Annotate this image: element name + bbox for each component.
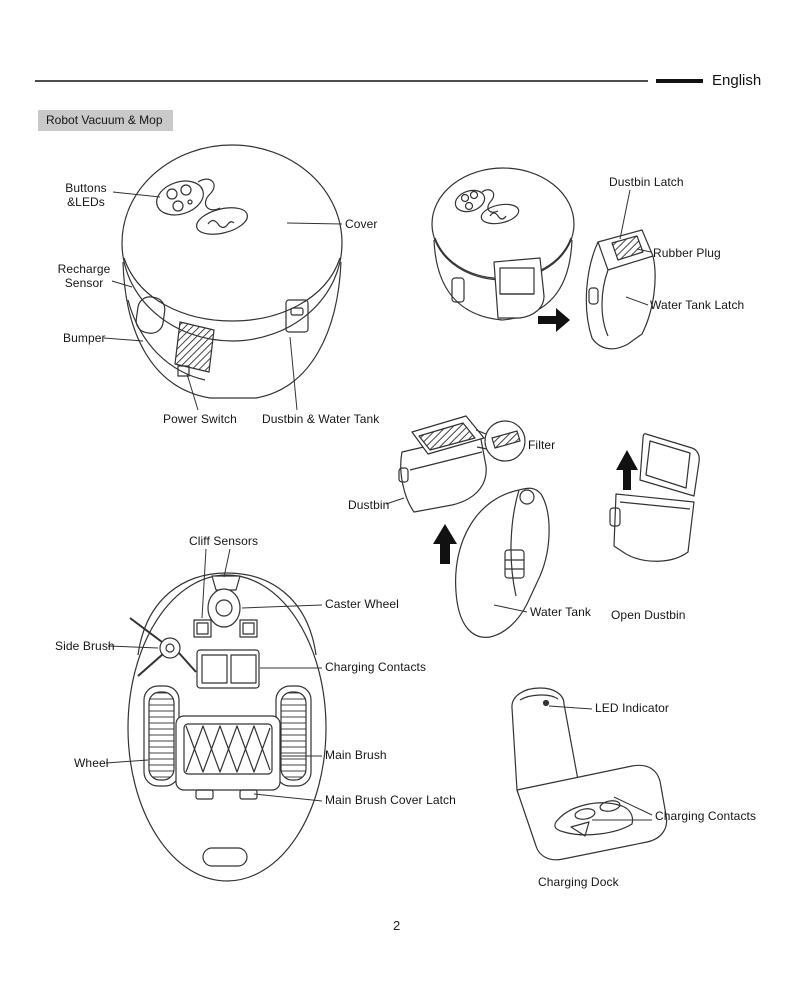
label-caster-wheel: Caster Wheel xyxy=(325,597,399,611)
arrow-up-icon xyxy=(616,450,638,490)
label-recharge-sensor: Recharge Sensor xyxy=(57,262,111,290)
label-charging-contacts-bottom: Charging Contacts xyxy=(325,660,427,674)
logo-oval xyxy=(196,207,248,235)
label-cliff-sensors: Cliff Sensors xyxy=(189,534,259,548)
label-main-brush: Main Brush xyxy=(325,748,387,762)
label-open-dustbin: Open Dustbin xyxy=(611,608,686,622)
filter-shape xyxy=(418,422,476,451)
robot-top-view-illustration xyxy=(121,144,343,399)
leader-lines xyxy=(103,189,653,821)
label-rubber-plug: Rubber Plug xyxy=(653,246,721,260)
buttons-cluster xyxy=(156,180,204,216)
side-brush-shape xyxy=(159,637,181,659)
led-indicator-shape xyxy=(542,699,550,707)
rubber-plug-shape xyxy=(611,235,644,261)
label-main-brush-cover-latch: Main Brush Cover Latch xyxy=(325,793,456,807)
label-water-tank-latch: Water Tank Latch xyxy=(650,298,745,312)
caster-wheel-shape xyxy=(207,588,241,628)
dock-contact-left xyxy=(574,808,596,820)
dustbin-piece-illustration xyxy=(585,229,656,350)
label-dustbin-water-tank: Dustbin & Water Tank xyxy=(262,412,380,426)
open-dustbin-illustration xyxy=(609,433,700,562)
page-number: 2 xyxy=(393,918,401,933)
label-bumper: Bumper xyxy=(63,331,106,345)
side-grille xyxy=(174,321,215,373)
label-power-switch: Power Switch xyxy=(163,412,237,426)
charging-contacts-shape xyxy=(196,649,260,689)
label-water-tank: Water Tank xyxy=(530,605,592,619)
dustbin-detail-illustration xyxy=(398,415,487,513)
dustbin-door-shape xyxy=(285,299,309,333)
cliff-sensor-left xyxy=(193,619,212,638)
section-badge: Robot Vacuum & Mop xyxy=(38,110,173,131)
water-tank-latch-shape xyxy=(588,287,599,305)
label-buttons-leds: Buttons &LEDs xyxy=(65,181,107,209)
recharge-sensor-window xyxy=(135,296,166,334)
filter-magnifier xyxy=(475,420,526,462)
dustbin-cavity xyxy=(493,257,545,319)
charging-dock-illustration xyxy=(511,687,668,861)
water-tank-illustration xyxy=(455,487,550,638)
label-cover: Cover xyxy=(345,217,378,231)
label-led-indicator: LED Indicator xyxy=(595,701,670,715)
arrow-right-icon xyxy=(538,308,570,332)
label-filter: Filter xyxy=(528,438,556,452)
label-charging-dock: Charging Dock xyxy=(538,875,619,889)
robot-dustbin-removed-illustration xyxy=(431,167,575,321)
robot-bottom-view-illustration xyxy=(127,572,327,882)
label-dustbin: Dustbin xyxy=(348,498,390,512)
wheel-right-shape xyxy=(280,691,307,781)
wheel-left-shape xyxy=(148,691,175,781)
label-charging-contacts-dock: Charging Contacts xyxy=(655,809,757,823)
label-wheel: Wheel xyxy=(74,756,109,770)
cliff-sensor-top xyxy=(211,575,241,591)
main-brush-latch-left xyxy=(195,789,214,800)
arrow-up-icon xyxy=(433,524,457,564)
logo-swirl xyxy=(197,178,221,211)
label-side-brush: Side Brush xyxy=(55,639,115,653)
dock-contact-right xyxy=(599,800,621,812)
cliff-sensor-right xyxy=(239,619,258,638)
label-dustbin-latch: Dustbin Latch xyxy=(609,175,684,189)
language-label: English xyxy=(712,72,762,89)
power-switch-shape xyxy=(177,365,190,377)
